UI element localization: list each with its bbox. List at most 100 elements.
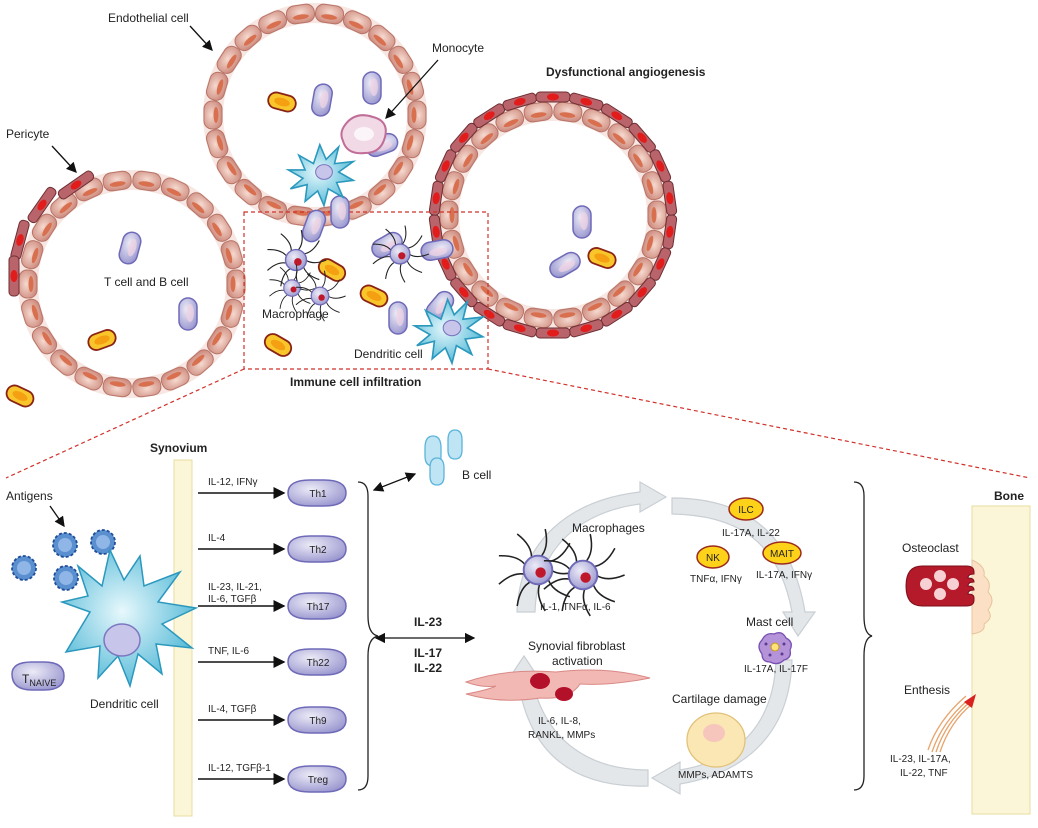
endothelial-cell: [452, 257, 479, 286]
endothelial-cell: [388, 45, 414, 74]
th-name: Th22: [307, 658, 330, 669]
endothelial-cell: [205, 71, 229, 101]
th-cell: [287, 479, 347, 507]
label-macrophage: Macrophage: [262, 307, 329, 321]
endothelial-cell: [368, 24, 396, 52]
macrophage: [543, 533, 625, 617]
antigen: [53, 565, 79, 591]
cycle-macrophages: [498, 528, 625, 617]
lymphocyte: [362, 71, 382, 105]
blood-vessels: [8, 3, 678, 398]
inflammation-cycle: [506, 480, 817, 796]
endothelial-cell: [216, 156, 242, 185]
pericyte-cell: [535, 327, 571, 339]
label-macrophages-cytokines: IL-1, TNFα, IL-6: [540, 602, 611, 613]
lymphocyte: [301, 209, 327, 243]
label-fibroblast-2: activation: [552, 654, 603, 668]
endothelial-cell: [401, 129, 425, 159]
mast-cell: [758, 632, 792, 665]
lymphocyte: [118, 231, 142, 265]
b-cell: [424, 429, 463, 486]
label-mast-cell: Mast cell: [746, 615, 793, 629]
endothelial-cell: [388, 156, 414, 185]
th-cell: [287, 765, 347, 793]
lymphocyte: [178, 297, 198, 331]
endothelial-cell: [407, 100, 427, 130]
th-cell: [287, 592, 347, 620]
label-fibroblast-cytokines-2: RANKL, MMPs: [528, 730, 595, 741]
cycle-arrow-left: [506, 654, 649, 787]
nk-cell: NK: [696, 545, 730, 569]
label-il22: IL-22: [414, 661, 442, 675]
pericyte-cell: [568, 92, 604, 111]
monocyte-cell: [340, 114, 387, 155]
label-enthesis: Enthesis: [904, 683, 950, 697]
endothelial-cell: [203, 100, 223, 130]
endothelial-cell: [234, 178, 262, 206]
endothelial-cell: [442, 171, 465, 201]
endothelial-cell: [607, 280, 635, 307]
endothelial-cell: [647, 200, 667, 230]
red-blood-cell: [263, 333, 293, 357]
label-il23: IL-23: [414, 615, 442, 629]
pericyte-cell: [473, 301, 506, 327]
th-name: Th9: [309, 716, 327, 727]
red-blood-cell: [317, 258, 347, 282]
endothelial-cell: [220, 298, 243, 328]
antigen: [11, 555, 37, 581]
arrow-b-cell: [372, 472, 417, 492]
bone-resorption-edge: [971, 559, 993, 635]
lymphocyte: [420, 239, 454, 261]
label-antigens: Antigens: [6, 489, 53, 503]
pericyte-left: [8, 170, 95, 297]
label-fibroblast-cytokines-1: IL-6, IL-8,: [538, 716, 581, 727]
antigen: [90, 529, 116, 555]
endothelial-cell: [439, 200, 459, 230]
endothelial-cell: [74, 366, 104, 391]
endothelial-cell: [285, 3, 316, 25]
endothelial-cell: [495, 297, 525, 322]
th-cytokine-label-2: IL-6, TGFβ: [208, 594, 257, 605]
endothelial-cell: [471, 123, 499, 150]
red-blood-cell: [87, 329, 117, 351]
endothelial-cell: [50, 192, 78, 219]
endothelial-cell: [205, 129, 229, 159]
th-name: Treg: [308, 775, 328, 786]
lymphocyte: [311, 83, 333, 117]
th-name: Th17: [307, 602, 330, 613]
t-naive-cell: TNAIVE: [11, 661, 65, 691]
endothelial-cell: [186, 349, 214, 376]
endothelial-cell: [206, 213, 233, 242]
infiltration-zoom-box: [243, 211, 489, 370]
endothelial-cell: [160, 366, 190, 391]
endothelial-cell: [21, 240, 44, 270]
th-cell: [287, 535, 347, 563]
antigen: [52, 532, 78, 558]
vessel-right: [428, 91, 678, 339]
top-macrophages: [267, 225, 430, 322]
brace-right: [853, 481, 873, 791]
endothelial-cell: [495, 108, 525, 133]
endothelial-cell: [226, 269, 246, 299]
pericyte-cell: [628, 277, 656, 308]
label-t-and-b-cell: T cell and B cell: [104, 275, 189, 289]
pericyte-cell: [8, 255, 20, 297]
lymphocyte: [388, 301, 408, 335]
label-mast-cytokines: IL-17A, IL-17F: [744, 664, 808, 675]
endothelial-cell: [641, 171, 664, 201]
label-enthesis-cytokines-2: IL-22, TNF: [900, 768, 948, 779]
label-macrophages: Macrophages: [572, 521, 645, 535]
th-cytokine-label: IL-23, IL-21,: [208, 582, 262, 593]
bone-block: [971, 505, 1031, 815]
arrow-pericyte: [51, 145, 77, 173]
endothelial-cell: [234, 24, 262, 52]
mait-label: MAIT: [770, 549, 794, 560]
label-dysfunctional-angiogenesis: Dysfunctional angiogenesis: [546, 65, 706, 79]
endothelial-cell: [258, 10, 288, 35]
label-osteoclast: Osteoclast: [902, 541, 959, 555]
label-monocyte: Monocyte: [432, 41, 484, 55]
label-ilc-cytokines: IL-17A, IL-22: [722, 528, 780, 539]
endothelial-cell: [553, 101, 583, 123]
endothelial-cell: [314, 3, 345, 25]
